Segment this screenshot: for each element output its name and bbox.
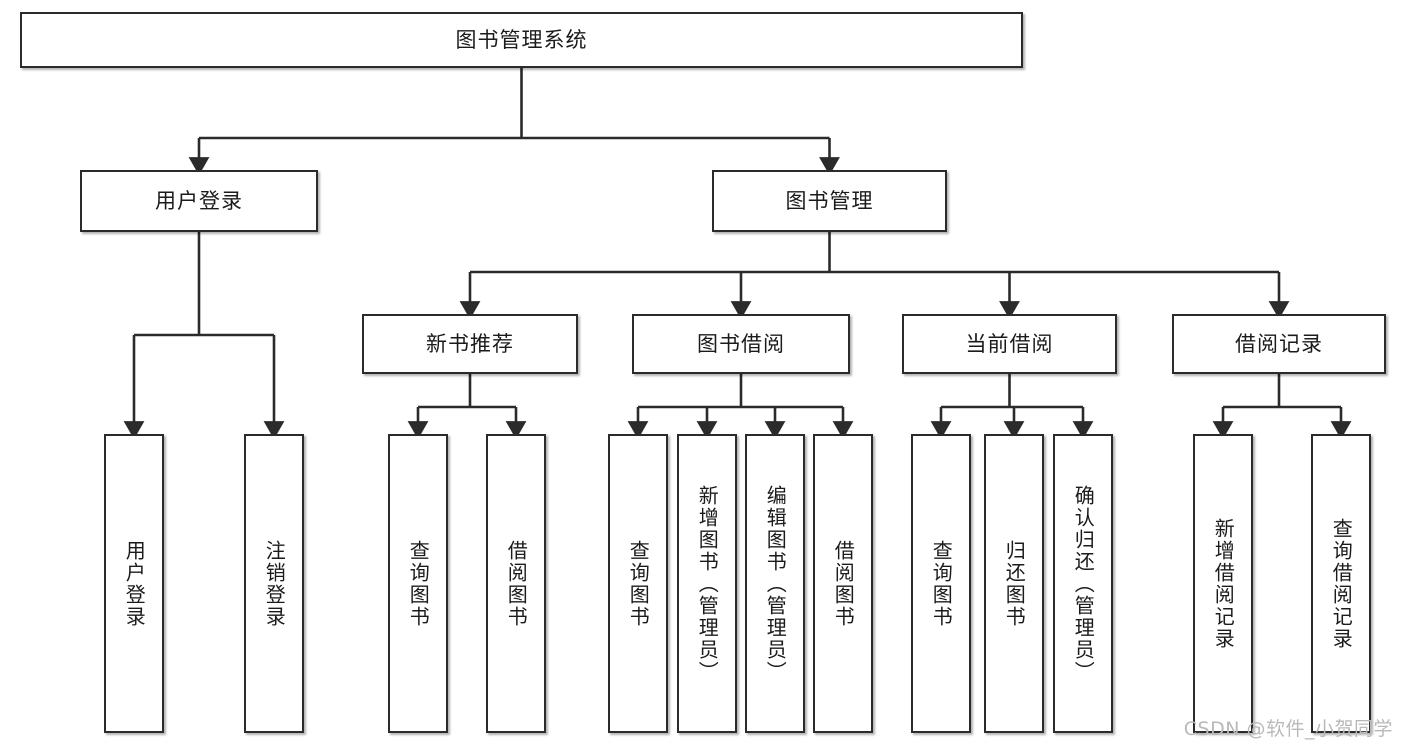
node-leaf-query-book-1[interactable]: 查询图书	[388, 434, 448, 733]
node-leaf-query-record[interactable]: 查询借阅记录	[1311, 434, 1371, 733]
node-label: 新增图书（管理员）	[695, 484, 720, 683]
node-label: 图书管理系统	[455, 27, 588, 52]
node-book-manage[interactable]: 图书管理	[712, 170, 947, 232]
node-label: 归还图书	[1002, 539, 1027, 628]
node-label: 图书借阅	[697, 331, 785, 356]
node-label: 注销登录	[262, 539, 287, 628]
node-user-login[interactable]: 用户登录	[80, 170, 318, 232]
node-leaf-query-book-3[interactable]: 查询图书	[911, 434, 971, 733]
node-leaf-return-book[interactable]: 归还图书	[984, 434, 1044, 733]
node-leaf-query-book-2[interactable]: 查询图书	[608, 434, 668, 733]
node-label: 当前借阅	[965, 331, 1054, 356]
node-label: 编辑图书（管理员）	[763, 484, 788, 683]
node-label: 确认归还（管理员）	[1071, 484, 1096, 683]
node-leaf-logout[interactable]: 注销登录	[244, 434, 304, 733]
node-leaf-add-record[interactable]: 新增借阅记录	[1193, 434, 1253, 733]
node-label: 查询图书	[929, 539, 954, 628]
node-label: 新书推荐	[426, 331, 514, 356]
node-label: 图书管理	[785, 188, 874, 213]
node-leaf-add-book[interactable]: 新增图书（管理员）	[677, 434, 737, 733]
node-label: 用户登录	[155, 188, 243, 213]
node-leaf-confirm-return[interactable]: 确认归还（管理员）	[1053, 434, 1113, 733]
node-current-borrow[interactable]: 当前借阅	[902, 314, 1117, 374]
node-leaf-edit-book[interactable]: 编辑图书（管理员）	[745, 434, 805, 733]
node-label: 查询图书	[406, 539, 431, 628]
node-label: 查询借阅记录	[1329, 517, 1354, 650]
node-leaf-borrow-book-1[interactable]: 借阅图书	[486, 434, 546, 733]
node-label: 新增借阅记录	[1211, 517, 1236, 650]
node-label: 借阅记录	[1235, 331, 1323, 356]
node-label: 查询图书	[626, 539, 651, 628]
node-leaf-user-login[interactable]: 用户登录	[104, 434, 164, 733]
node-root[interactable]: 图书管理系统	[20, 12, 1023, 68]
node-label: 用户登录	[122, 539, 147, 628]
node-leaf-borrow-book-2[interactable]: 借阅图书	[813, 434, 873, 733]
node-book-borrow[interactable]: 图书借阅	[632, 314, 850, 374]
node-new-book-rec[interactable]: 新书推荐	[362, 314, 578, 374]
node-label: 借阅图书	[504, 539, 529, 628]
node-label: 借阅图书	[831, 539, 856, 628]
node-borrow-record[interactable]: 借阅记录	[1172, 314, 1386, 374]
